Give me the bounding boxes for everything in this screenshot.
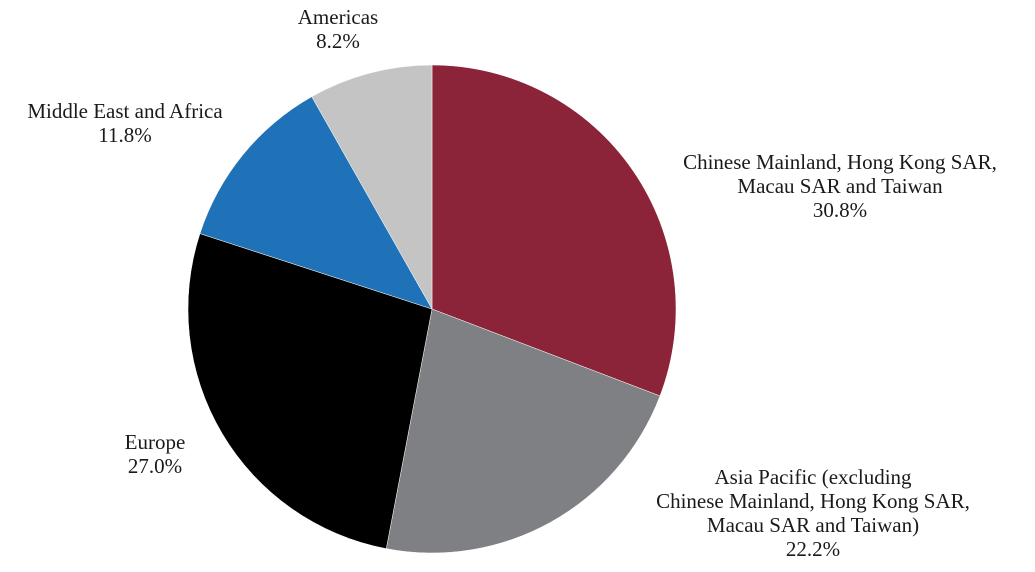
slice-value-label: 27.0% <box>128 454 182 478</box>
pie-slice-3 <box>199 96 433 310</box>
slice-name-line: Asia Pacific (excluding <box>714 465 912 489</box>
slice-label-0: Chinese Mainland, Hong Kong SAR,Macau SA… <box>683 150 997 222</box>
slice-name-line: Middle East and Africa <box>27 99 223 123</box>
slice-name-line: Europe <box>125 430 186 454</box>
pie-slice-0 <box>431 64 677 397</box>
slice-name-line: Macau SAR and Taiwan) <box>707 513 919 537</box>
slice-name-line: Americas <box>298 5 378 29</box>
pie-slice-4 <box>311 64 433 310</box>
slice-value-label: 8.2% <box>316 29 360 53</box>
pie-slice-2 <box>187 233 433 549</box>
slice-name-line: Chinese Mainland, Hong Kong SAR, <box>656 489 970 513</box>
pie-labels: Chinese Mainland, Hong Kong SAR,Macau SA… <box>27 5 997 561</box>
slice-name-line: Macau SAR and Taiwan <box>737 174 943 198</box>
pie-slices <box>187 64 677 554</box>
slice-value-label: 30.8% <box>813 198 867 222</box>
pie-slice-1 <box>385 308 661 554</box>
slice-name-line: Chinese Mainland, Hong Kong SAR, <box>683 150 997 174</box>
slice-value-label: 22.2% <box>786 537 840 561</box>
slice-value-label: 11.8% <box>98 123 151 147</box>
